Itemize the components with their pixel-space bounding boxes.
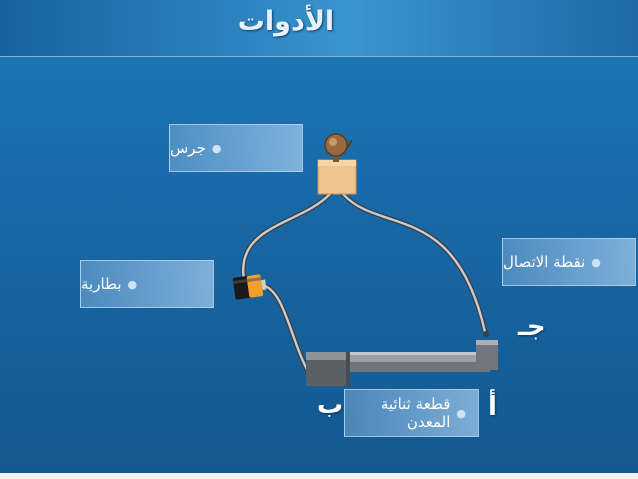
page-title: الأدوات: [237, 6, 335, 37]
letter-b: ب: [317, 390, 344, 420]
title-bar: الأدوات: [0, 0, 638, 57]
bimetal-strip-label-text: قطعة ثنائية المعدن: [380, 395, 451, 431]
wire-bell-to-contact: [340, 191, 488, 335]
bullet-icon: ●: [211, 141, 222, 155]
bell-label-text: جرس: [170, 139, 206, 157]
bullet-icon: ●: [591, 255, 601, 269]
bell-icon: [317, 133, 357, 195]
bottom-strip: [0, 473, 638, 479]
battery-label: ● بطارية: [80, 260, 214, 308]
wire-bell-to-battery: [240, 191, 333, 283]
wires: [240, 191, 488, 378]
letter-c: جـ: [518, 312, 546, 342]
bimetal-strip-icon: [306, 331, 498, 386]
battery-label-text: بطارية: [81, 275, 122, 293]
contact-point-label-text: نقطة الاتصال: [503, 253, 586, 271]
contact-point-label: ● نقطة الاتصال: [502, 238, 636, 286]
battery-icon: [232, 274, 267, 300]
bimetal-strip-label: ● قطعة ثنائية المعدن: [344, 389, 479, 437]
letter-a: أ: [488, 392, 497, 422]
bullet-icon: ●: [127, 277, 138, 291]
bullet-icon: ●: [456, 406, 466, 420]
bell-label: ● جرس: [169, 124, 303, 172]
